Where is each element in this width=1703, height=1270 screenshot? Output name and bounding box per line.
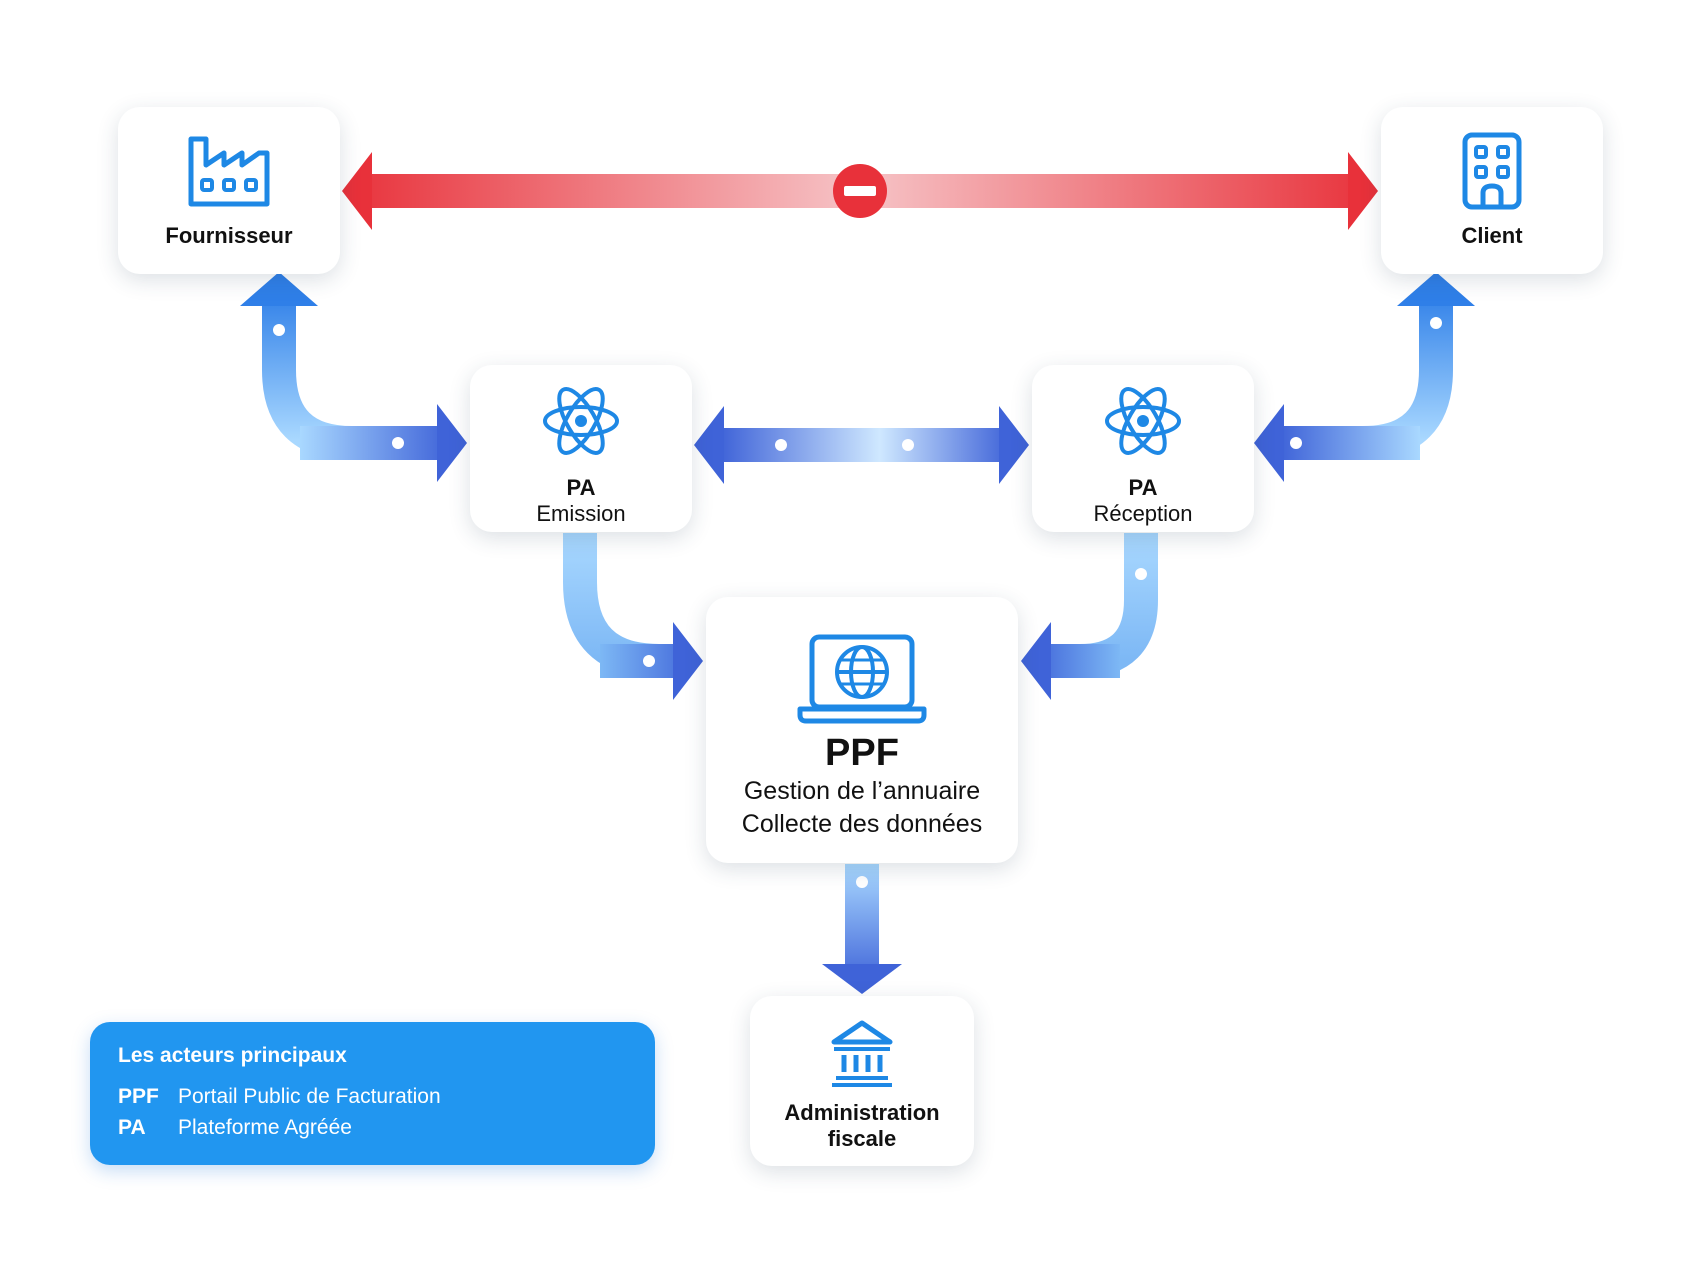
node-fournisseur-label: Fournisseur: [165, 223, 293, 248]
arrow-client-pa-reception: [1254, 272, 1475, 482]
node-pa-reception: PA Réception: [1032, 365, 1254, 532]
node-ppf-line2: Collecte des données: [741, 810, 983, 838]
office-building-icon: [1462, 132, 1522, 210]
legend-item-pa: PA Plateforme Agréée: [118, 1116, 352, 1140]
laptop-globe-icon: [797, 634, 927, 724]
legend-title: Les acteurs principaux: [118, 1044, 347, 1067]
node-client-label: Client: [1461, 223, 1523, 248]
legend-text: Portail Public de Facturation: [178, 1085, 441, 1108]
node-pa-reception-line1: PA: [1128, 475, 1158, 500]
node-ppf: PPF Gestion de l’annuaire Collecte des d…: [706, 597, 1018, 863]
node-administration-fiscale: Administration fiscale: [750, 996, 974, 1166]
node-fournisseur: Fournisseur: [118, 107, 340, 274]
arrow-pa-reception-ppf: [1021, 533, 1158, 700]
government-building-icon: [831, 1020, 893, 1087]
atom-icon: [1105, 387, 1181, 455]
node-pa-emission-line1: PA: [566, 475, 596, 500]
legend-box: Les acteurs principaux PPF Portail Public…: [90, 1022, 655, 1165]
no-entry-icon: [833, 164, 887, 218]
factory-icon: [188, 136, 270, 207]
arrow-pa-emission-ppf: [563, 533, 703, 700]
node-ppf-title: PPF: [825, 732, 899, 774]
arrow-ppf-admin: [822, 864, 902, 994]
node-pa-reception-line2: Réception: [1093, 501, 1193, 526]
legend-abbr: PPF: [118, 1085, 159, 1108]
arrow-fournisseur-pa-emission: [240, 272, 467, 482]
node-pa-emission: PA Emission: [470, 365, 692, 532]
node-client: Client: [1381, 107, 1603, 274]
legend-item-ppf: PPF Portail Public de Facturation: [118, 1085, 441, 1109]
legend-text: Plateforme Agréée: [178, 1116, 352, 1139]
node-admin-line2: fiscale: [827, 1126, 897, 1151]
node-admin-line1: Administration: [784, 1100, 940, 1125]
node-ppf-line1: Gestion de l’annuaire: [743, 777, 981, 805]
legend-abbr: PA: [118, 1116, 146, 1139]
node-pa-emission-line2: Emission: [536, 501, 626, 526]
arrow-pa-emission-pa-reception: [694, 406, 1029, 484]
atom-icon: [543, 387, 619, 455]
